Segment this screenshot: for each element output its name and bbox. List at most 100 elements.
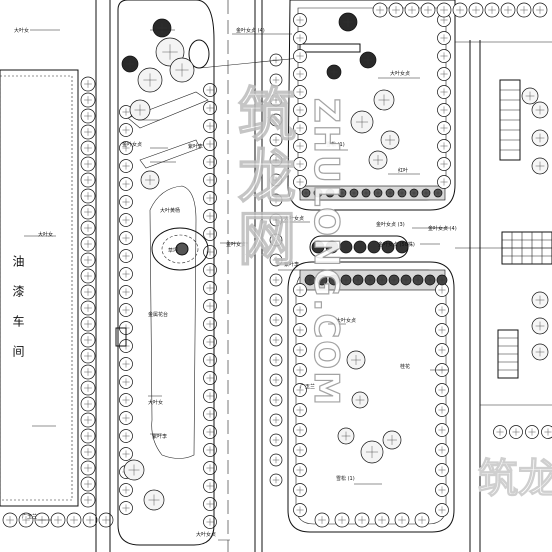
planting-block-lower [287, 261, 455, 533]
callout-block2-d: 桂花 [400, 363, 410, 370]
block-tree [293, 443, 307, 457]
street-tree [203, 209, 217, 223]
block-tree [293, 383, 307, 397]
leader-lines [24, 29, 450, 541]
street-tree [18, 512, 34, 528]
street-tree [269, 133, 283, 147]
block-tree [437, 157, 451, 171]
street-tree [269, 413, 283, 427]
block-tree [516, 2, 532, 18]
hedge-shrub [337, 188, 347, 198]
hedge-shrub [301, 188, 311, 198]
street-tree [80, 460, 96, 476]
street-tree [203, 299, 217, 313]
block-tree [468, 2, 484, 18]
hedge-shrub [400, 274, 412, 286]
street-tree [269, 73, 283, 87]
street-tree [82, 512, 98, 528]
street-tree [80, 252, 96, 268]
street-tree [80, 156, 96, 172]
street-tree [269, 453, 283, 467]
callout-ring-label: 草坪 [168, 247, 178, 254]
metal-flower-stand [115, 327, 127, 347]
street-tree [80, 444, 96, 460]
callout-left-vertical: 大叶女 [38, 231, 53, 238]
block-tree [293, 343, 307, 357]
specimen-tree [373, 89, 395, 111]
conifer-tree [152, 18, 172, 38]
paint-workshop-building [0, 69, 79, 507]
street-tree [80, 284, 96, 300]
street-tree [203, 461, 217, 475]
street-tree [119, 285, 133, 299]
block-tree [293, 463, 307, 477]
street-tree [80, 92, 96, 108]
specimen-tree [137, 67, 163, 93]
block-tree [420, 2, 436, 18]
street-tree [80, 140, 96, 156]
callout-mid-left-c: 大叶黄杨 [160, 207, 180, 214]
hedge-shrub [311, 240, 325, 254]
callout-top-left: 大叶女 [14, 27, 29, 34]
street-tree [269, 393, 283, 407]
callout-mid-left-a: 金叶女贞 [122, 141, 142, 148]
street-tree [203, 119, 217, 133]
block-tree [293, 13, 307, 27]
street-tree [269, 193, 283, 207]
street-tree [203, 245, 217, 259]
street-tree [269, 273, 283, 287]
street-tree [119, 303, 133, 317]
pergola-seating-upper [499, 79, 521, 161]
street-tree [269, 93, 283, 107]
specimen-tree [346, 350, 366, 370]
callout-strip-left: 大叶女贞 [284, 215, 304, 222]
hedge-shrub [304, 274, 316, 286]
street-tree [119, 123, 133, 137]
hedge-shrub [436, 274, 448, 286]
block-tree [404, 2, 420, 18]
hedge-strip-upper [299, 185, 446, 201]
block-tree [293, 85, 307, 99]
street-tree [119, 411, 133, 425]
block-tree [293, 363, 307, 377]
block-tree [388, 2, 404, 18]
street-tree [80, 124, 96, 140]
cross-road [199, 41, 552, 406]
hedge-shrub [325, 188, 335, 198]
hedge-shrub [373, 188, 383, 198]
block-tree [293, 139, 307, 153]
street-tree [119, 429, 133, 443]
callout-block1-a: 雪松 (1) [326, 141, 345, 148]
street-tree [80, 364, 96, 380]
block-tree [509, 425, 523, 439]
hedge-shrub [397, 188, 407, 198]
street-tree [50, 512, 66, 528]
watermark-chinese: 筑龙网 [228, 84, 296, 270]
block-tree [437, 121, 451, 135]
block-tree [435, 403, 449, 417]
specimen-tree [380, 130, 400, 150]
street-tree [203, 479, 217, 493]
block-tree [435, 463, 449, 477]
block-tree [437, 175, 451, 189]
block-tree [435, 323, 449, 337]
pergola-seating-mid [501, 231, 552, 265]
street-tree [269, 153, 283, 167]
callout-mid-left-b: 紫叶李 [188, 143, 203, 150]
street-tree [119, 501, 133, 515]
plaza-tree [531, 291, 549, 309]
central-lawn-area [149, 185, 197, 459]
hedge-shrubs [301, 188, 448, 286]
plaza-tree [521, 87, 539, 105]
block-tree [435, 423, 449, 437]
road-edge-mid [254, 0, 263, 552]
callout-block2-b: 金叶女贞 (50株) [378, 241, 415, 248]
street-tree [119, 231, 133, 245]
block-tree [293, 103, 307, 117]
road-edge-left [95, 0, 111, 552]
paint-workshop-inner [0, 75, 73, 501]
hedge-shrub [424, 274, 436, 286]
callout-block2-e: 雪松 (1) [336, 475, 355, 482]
callout-top-right-a: 大叶女贞 [390, 70, 410, 77]
street-tree [80, 300, 96, 316]
